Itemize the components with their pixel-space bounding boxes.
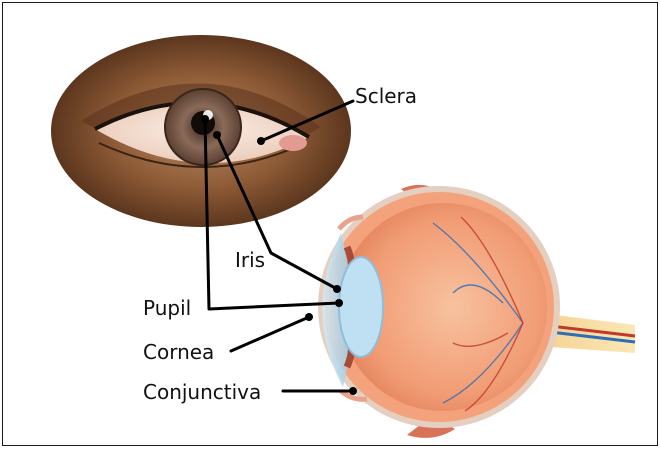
pupil-dot-external xyxy=(201,115,209,123)
external-eye xyxy=(51,35,351,227)
cornea-leader xyxy=(231,317,309,351)
conjunctiva-dot xyxy=(349,387,357,395)
label-pupil: Pupil xyxy=(143,296,191,320)
lens xyxy=(339,257,383,357)
tear-duct xyxy=(279,135,307,151)
iris-dot-external xyxy=(213,131,221,139)
pupil-dot-section xyxy=(335,299,343,307)
label-iris: Iris xyxy=(235,248,265,272)
label-sclera: Sclera xyxy=(355,84,417,108)
iris-dot-section xyxy=(333,285,341,293)
eye-anatomy-diagram: Sclera Iris Pupil Cornea Conjunctiva xyxy=(3,3,658,446)
eyeball-cross-section xyxy=(321,185,635,438)
label-cornea: Cornea xyxy=(143,340,214,364)
label-conjunctiva: Conjunctiva xyxy=(143,380,261,404)
cornea-dot xyxy=(305,313,313,321)
sclera-dot xyxy=(257,137,265,145)
